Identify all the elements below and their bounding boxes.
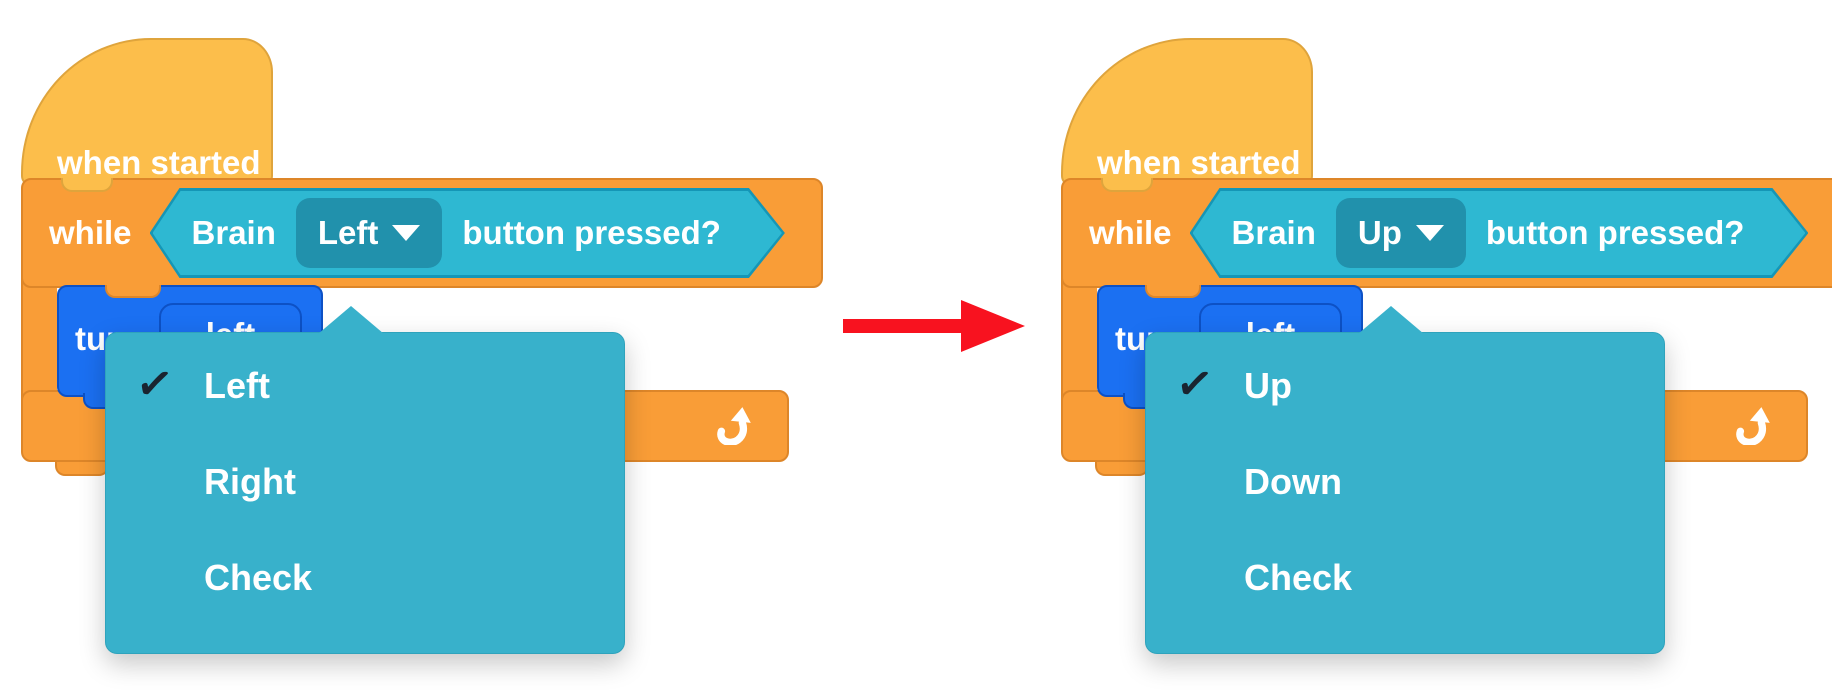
condition-suffix-label: button pressed? <box>462 214 721 251</box>
menu-item[interactable]: ✓ Left <box>106 338 624 434</box>
hat-label: when started <box>57 144 261 181</box>
transition-arrow-shaft <box>843 319 965 333</box>
when-started-hat-block[interactable]: when started <box>21 38 273 186</box>
checkmark-icon: ✓ <box>1172 357 1217 412</box>
condition-suffix-label: button pressed? <box>1485 214 1745 251</box>
chevron-down-icon <box>392 225 420 241</box>
button-select-value: Left <box>317 214 379 251</box>
menu-item[interactable]: ✓ Up <box>1146 338 1664 434</box>
menu-item[interactable]: Down <box>1146 434 1664 530</box>
while-label: while <box>49 214 132 251</box>
brain-button-pressed-condition-block[interactable]: Brain Left button pressed? <box>150 188 785 278</box>
hat-connector-notch <box>61 178 113 192</box>
menu-item-label: Check <box>204 557 313 598</box>
menu-item-label: Right <box>204 461 296 502</box>
transition-arrow-head <box>961 300 1025 352</box>
while-block[interactable]: while Brain Up button pressed? <box>1061 178 1832 288</box>
menu-item-label: Left <box>204 365 270 406</box>
script-panel-before: when started while Brain Left button pre… <box>21 0 833 698</box>
button-select-dropdown[interactable]: Up <box>1336 198 1466 268</box>
menu-item[interactable]: Check <box>106 530 624 626</box>
transition-arrow <box>843 300 1025 352</box>
menu-item[interactable]: Check <box>1146 530 1664 626</box>
while-label: while <box>1089 214 1172 251</box>
turn-block-top-notch <box>105 285 161 298</box>
popup-caret <box>1358 306 1424 334</box>
condition-block-fill <box>1193 191 1806 275</box>
menu-item-label: Up <box>1244 365 1292 406</box>
brain-button-pressed-condition-block[interactable]: Brain Up button pressed? <box>1190 188 1809 278</box>
hat-label: when started <box>1097 144 1301 181</box>
condition-block-fill <box>153 191 782 275</box>
while-block[interactable]: while Brain Left button pressed? <box>21 178 823 288</box>
loop-arrow-icon <box>717 407 751 445</box>
menu-item-label: Down <box>1244 461 1342 502</box>
menu-item[interactable]: Right <box>106 434 624 530</box>
turn-block-top-notch <box>1145 285 1201 298</box>
chevron-down-icon <box>1416 225 1444 241</box>
condition-device-label: Brain <box>191 214 276 251</box>
dropdown-menu-popup: ✓ Left Right Check <box>105 306 625 654</box>
popup-caret <box>318 306 384 334</box>
button-select-dropdown[interactable]: Left <box>296 198 443 268</box>
script-panel-after: when started while Brain Up button press… <box>1061 0 1832 698</box>
menu-item-label: Check <box>1244 557 1353 598</box>
loop-arrow-icon <box>1736 407 1770 445</box>
dropdown-menu-popup: ✓ Up Down Check <box>1145 306 1665 654</box>
button-select-value: Up <box>1357 214 1402 251</box>
condition-device-label: Brain <box>1231 214 1316 251</box>
checkmark-icon: ✓ <box>132 357 177 412</box>
hat-connector-notch <box>1101 178 1153 192</box>
when-started-hat-block[interactable]: when started <box>1061 38 1313 186</box>
